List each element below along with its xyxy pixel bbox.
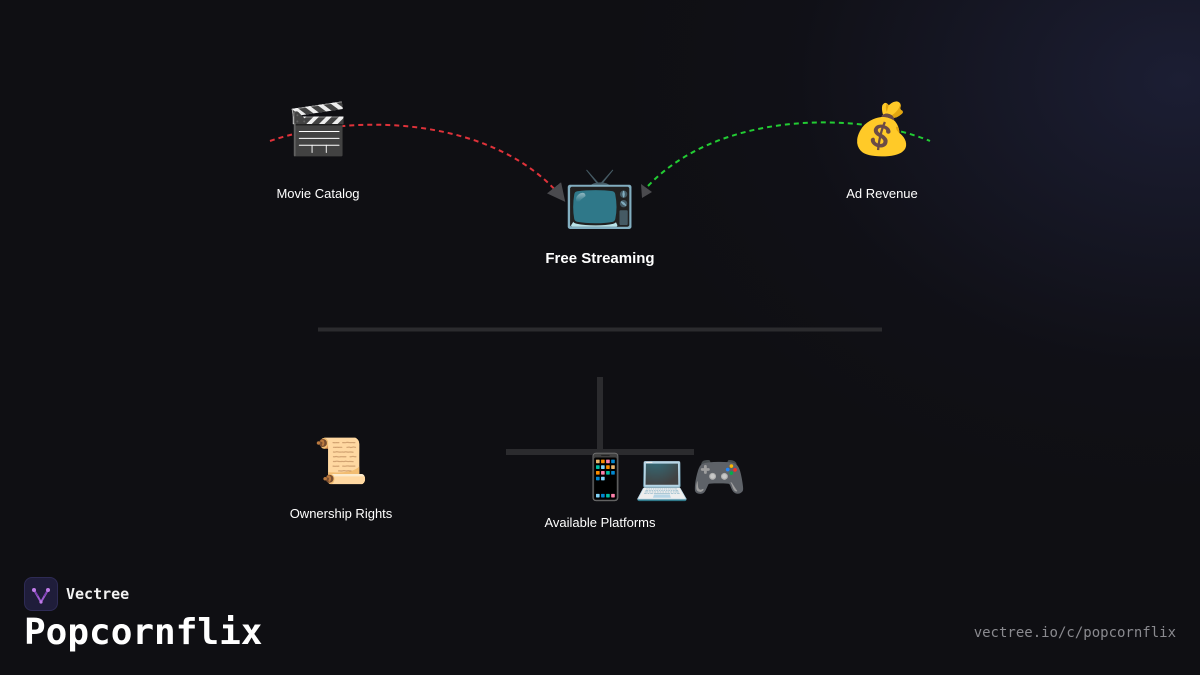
ownership-rights-label: Ownership Rights bbox=[289, 506, 393, 521]
money-bag-icon: 💰 bbox=[850, 100, 914, 158]
edge-catalog-to-streaming bbox=[269, 123, 566, 202]
movie-catalog-label: Movie Catalog bbox=[276, 186, 360, 201]
node-ownership-rights: 📜 Ownership Rights bbox=[270, 436, 412, 522]
edge-streaming-to-revenue bbox=[647, 121, 931, 187]
source-url[interactable]: vectree.io/c/popcornflix bbox=[973, 625, 1176, 641]
page-title: Popcornflix bbox=[24, 612, 263, 653]
node-free-streaming: 📺 Free Streaming bbox=[520, 168, 680, 267]
arrowhead-streaming bbox=[641, 184, 652, 198]
ad-revenue-label: Ad Revenue bbox=[846, 186, 918, 201]
node-movie-catalog: 🎬 Movie Catalog bbox=[258, 104, 378, 201]
television-icon: 📺 bbox=[563, 163, 637, 231]
clapper-board-icon: 🎬 bbox=[286, 100, 350, 158]
device-icons: 📱💻🎮 bbox=[578, 452, 749, 503]
node-ad-revenue: 💰 Ad Revenue bbox=[822, 104, 942, 201]
scroll-icon: 📜 bbox=[313, 436, 369, 487]
free-streaming-label: Free Streaming bbox=[545, 250, 655, 267]
vectree-logo-icon bbox=[24, 577, 58, 611]
available-platforms-label: Available Platforms bbox=[544, 515, 656, 530]
brand-name: Vectree bbox=[66, 585, 130, 603]
